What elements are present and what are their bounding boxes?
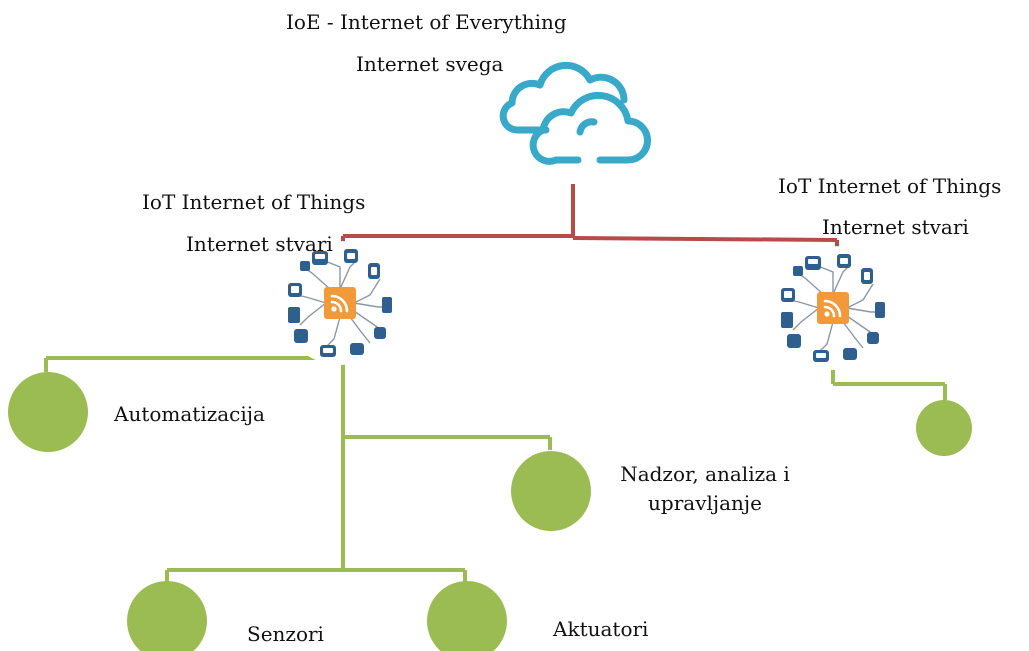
node-actuators — [427, 581, 507, 651]
iot-hub-icon-left — [278, 241, 402, 365]
label-sensors: Senzori — [247, 622, 324, 646]
label-actuators: Aktuatori — [553, 617, 649, 641]
node-right-child — [916, 400, 972, 456]
branch-connectors — [44, 344, 947, 582]
node-sensors — [127, 581, 207, 651]
cloud-icon — [499, 61, 651, 165]
node-automation — [8, 372, 88, 452]
label-monitoring-line2: upravljanje — [648, 491, 762, 515]
iot-right-label-line2: Internet stvari — [822, 215, 969, 239]
iot-hub-icon-right — [771, 246, 895, 370]
label-monitoring-line1: Nadzor, analiza i — [620, 462, 790, 486]
title-line1: IoE - Internet of Everything — [286, 10, 567, 34]
title-line2: Internet svega — [356, 52, 504, 76]
root-connector — [341, 184, 839, 258]
label-automation: Automatizacija — [114, 402, 265, 426]
iot-left-label-line2: Internet stvari — [186, 232, 333, 256]
node-monitoring — [511, 451, 591, 531]
iot-right-label-line1: IoT Internet of Things — [778, 174, 1002, 198]
iot-left-label-line1: IoT Internet of Things — [142, 190, 366, 214]
